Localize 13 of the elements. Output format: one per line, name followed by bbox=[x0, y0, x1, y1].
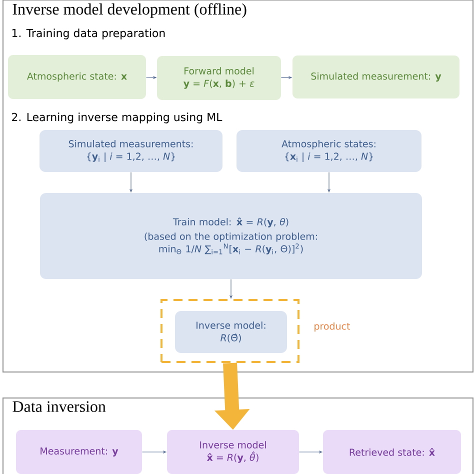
process-box: Measurement: y bbox=[16, 430, 142, 474]
process-box: Inverse model x̂ = R(y, θ̂) bbox=[167, 430, 299, 474]
process-box: Train model: x̂ = R(y, θ) (based on the optimization problem: min$_{Θ}$ 1/N ∑$_{i=1}$$^{N}$[x$_{i}$ − R(y$_{i}$, Θ)]$^{2}$) bbox=[40, 193, 422, 279]
process-box: Inverse model: R(Θ̂) bbox=[175, 311, 287, 353]
process-box: Simulated measurements: {y$_{i}$ | i = 1,2, …, N} bbox=[40, 130, 222, 172]
process-box: Atmospheric states: {x$_{i}$ | i = 1,2, …, N} bbox=[236, 130, 422, 172]
section-heading: 2. Learning inverse mapping using ML bbox=[12, 112, 222, 124]
section-heading: 1. Training data preparation bbox=[12, 28, 165, 40]
node-label: product bbox=[314, 322, 350, 332]
process-box: Retrieved state: x̂ bbox=[323, 430, 461, 474]
process-box: Simulated measurement: y bbox=[292, 56, 460, 98]
process-box: Forward model y = F(x, b) + ε bbox=[157, 56, 281, 100]
process-box: Atmospheric state: x bbox=[8, 55, 146, 99]
